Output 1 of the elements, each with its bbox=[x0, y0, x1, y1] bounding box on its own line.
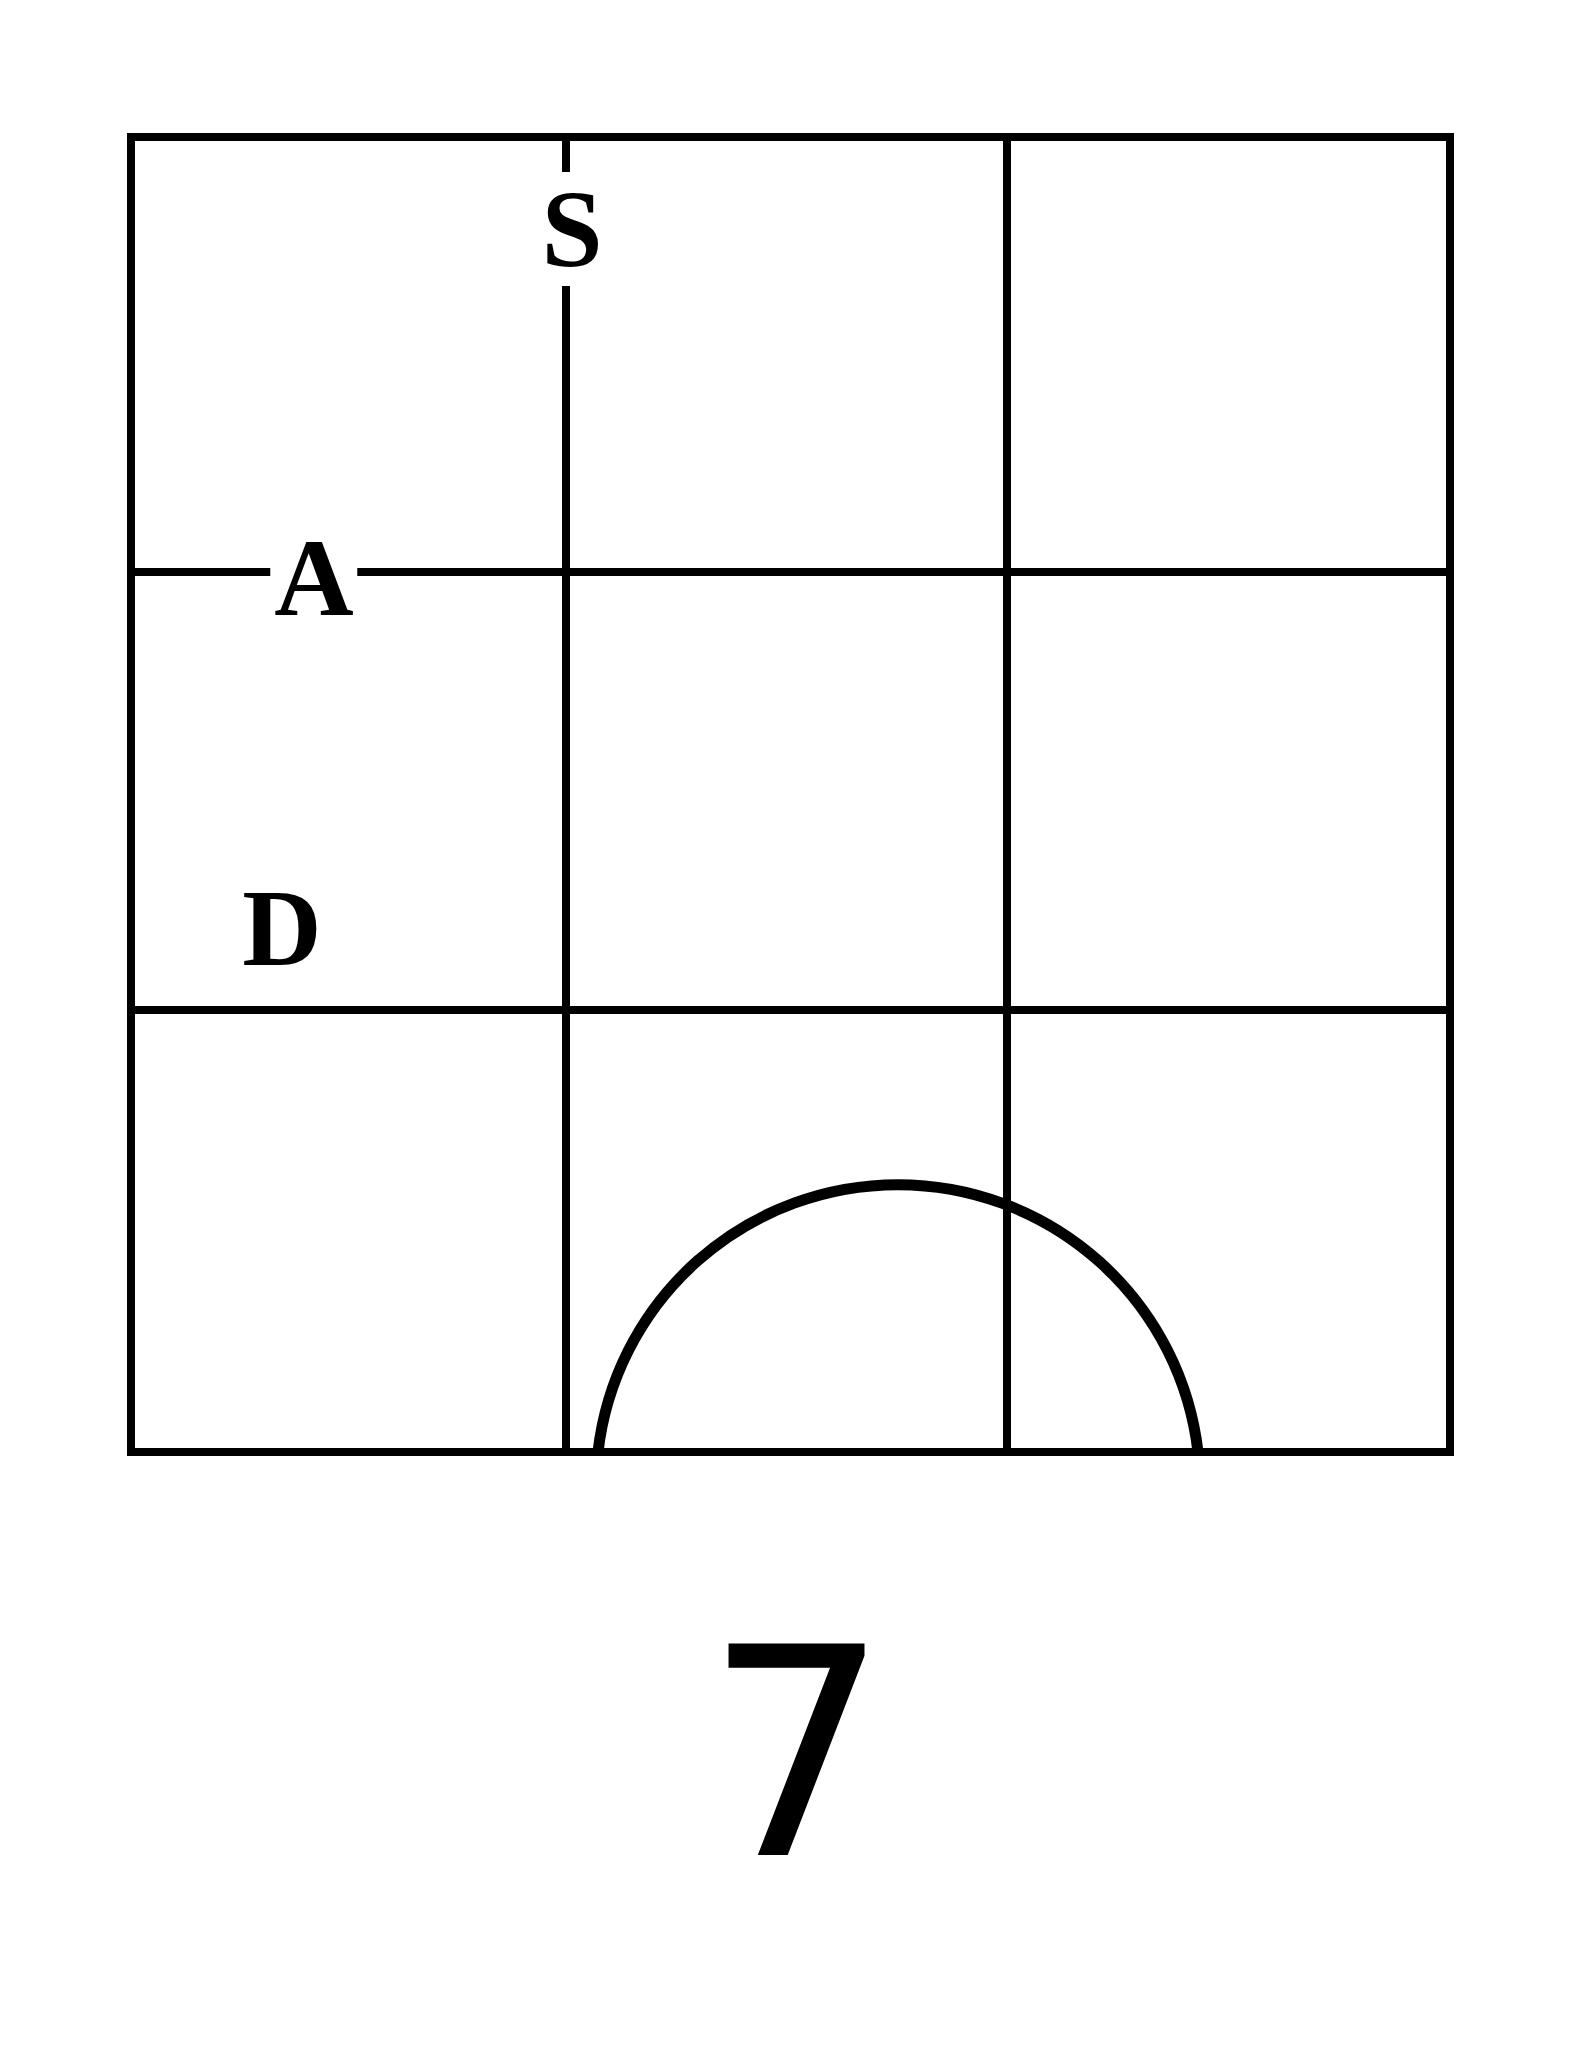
page-number: 7 bbox=[703, 1608, 891, 1902]
